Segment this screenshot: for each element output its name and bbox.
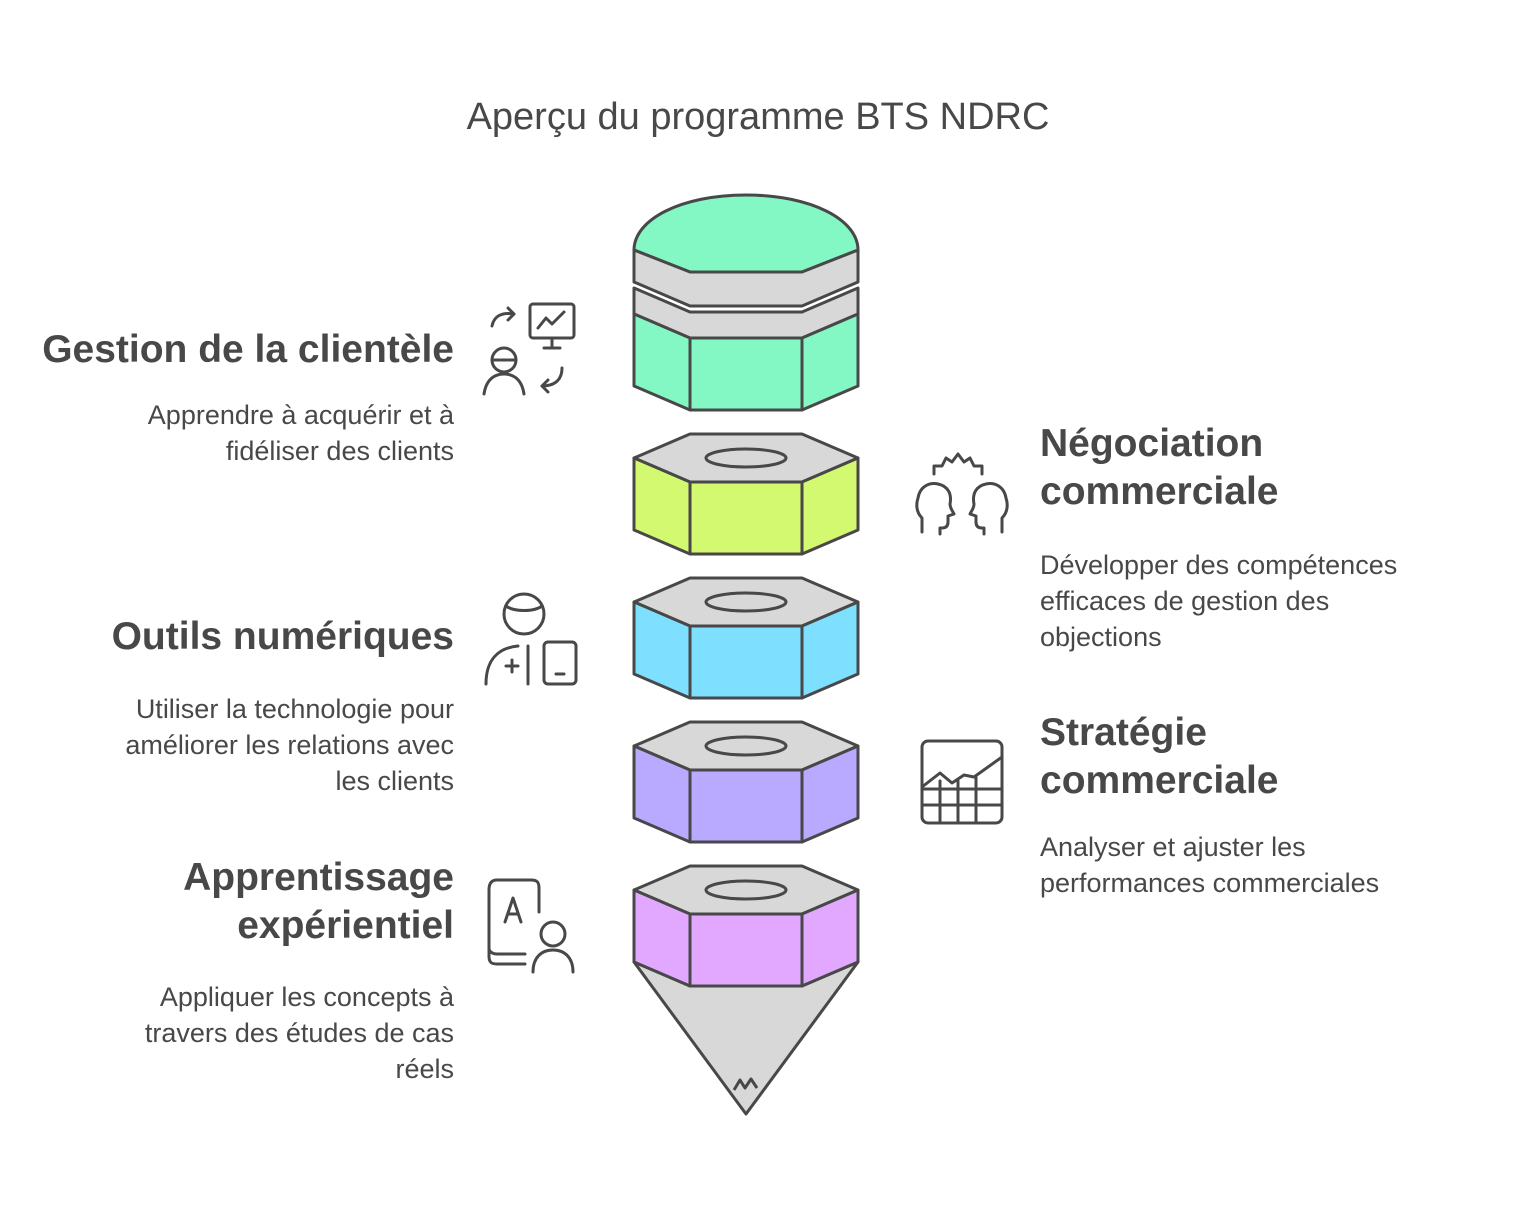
heading-apprentissage-experientiel: Apprentissage expérientiel: [183, 854, 454, 950]
description-line: réels: [395, 1054, 454, 1084]
learning-book-user-icon: [487, 878, 575, 974]
description-line: améliorer les relations avec: [125, 730, 454, 760]
heading-strategie-commerciale: Stratégie commerciale: [1040, 709, 1278, 805]
description-line: performances commerciales: [1040, 868, 1380, 898]
pencil-tip-mark: [732, 1077, 759, 1091]
layer-4-side-center: [688, 768, 804, 844]
layer-3-side-right: [800, 600, 860, 700]
description-line: efficaces de gestion des: [1040, 586, 1330, 616]
description-negociation-commerciale: Développer des compétences efficaces de …: [1040, 547, 1397, 655]
cap-dome: [632, 193, 860, 274]
stack-layer-1-cap: [632, 193, 860, 412]
heading-text: Gestion de la clientèle: [42, 328, 454, 371]
heading-line: Négociation: [1040, 422, 1264, 465]
heading-line: commerciale: [1040, 470, 1279, 513]
layer-4-hole: [704, 735, 788, 757]
description-line: travers des études de cas: [144, 1018, 454, 1048]
heading-negociation-commerciale: Négociation commerciale: [1040, 420, 1278, 516]
description-line: objections: [1040, 622, 1162, 652]
page-title: Aperçu du programme BTS NDRC: [466, 96, 1050, 138]
stack-layer-5-tip: [632, 864, 860, 1116]
layer-5-side-center: [688, 912, 804, 988]
layer-5-side-right: [800, 888, 860, 988]
cap-body-center: [688, 336, 804, 412]
heading-gestion-clientele: Gestion de la clientèle: [42, 326, 454, 374]
description-apprentissage-experientiel: Appliquer les concepts à travers des étu…: [145, 979, 454, 1087]
layer-2-side-right: [800, 456, 860, 556]
customer-presentation-icon: [482, 302, 576, 396]
growth-chart-grid-icon: [920, 739, 1004, 825]
description-line: Analyser et ajuster les: [1040, 832, 1306, 862]
heading-line: commerciale: [1040, 759, 1279, 802]
layer-5-hole: [704, 879, 788, 901]
user-device-icon: [484, 592, 578, 686]
layer-3-side-center: [688, 624, 804, 700]
description-line: Développer des compétences: [1040, 550, 1398, 580]
heading-outils-numeriques: Outils numériques: [112, 613, 454, 661]
heading-line: Apprentissage: [183, 856, 454, 899]
stack-layer-4: [632, 720, 860, 844]
negotiation-heads-icon: [915, 452, 1009, 536]
description-outils-numeriques: Utiliser la technologie pour améliorer l…: [125, 691, 454, 799]
description-gestion-clientele: Apprendre à acquérir et à fidéliser des …: [148, 397, 454, 469]
description-line: Apprendre à acquérir et à: [147, 400, 454, 430]
description-line: Appliquer les concepts à: [159, 982, 454, 1012]
description-line: les clients: [335, 766, 454, 796]
description-strategie-commerciale: Analyser et ajuster les performances com…: [1040, 829, 1379, 901]
description-line: fidéliser des clients: [225, 436, 454, 466]
stack-layer-2: [632, 432, 860, 556]
heading-line: Stratégie: [1040, 711, 1207, 754]
description-line: Utiliser la technologie pour: [135, 694, 454, 724]
layer-2-side-center: [688, 480, 804, 556]
heading-line: expérientiel: [237, 904, 454, 947]
layer-3-hole: [704, 591, 788, 613]
layer-2-hole: [704, 447, 788, 469]
stack-layer-3: [632, 576, 860, 700]
heading-text: Outils numériques: [111, 615, 454, 658]
cap-body-right: [800, 312, 860, 412]
layer-4-side-right: [800, 744, 860, 844]
cap-gray-band-top: [632, 248, 860, 308]
